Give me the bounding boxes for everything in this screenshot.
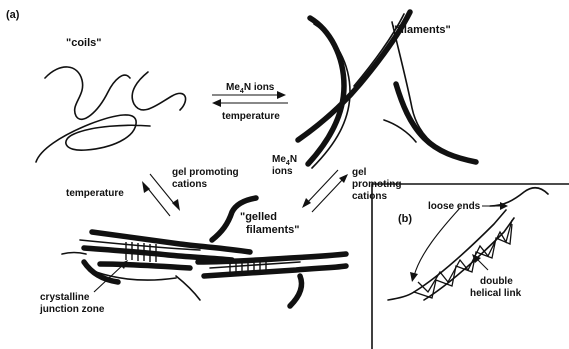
- top-equilibrium-arrows: [212, 91, 288, 107]
- left-reverse-label: temperature: [66, 188, 124, 199]
- coils-label: "coils": [66, 37, 102, 49]
- gelled-filaments-illustration: [62, 198, 346, 306]
- loose-ends-label: loose ends: [428, 201, 481, 212]
- right-ion-label-2: ions: [272, 166, 293, 177]
- double-helical-label-2: helical link: [470, 288, 522, 299]
- junction-label-1: crystalline: [40, 292, 90, 303]
- right-equilibrium-arrows: [302, 170, 348, 212]
- panel-b-label: (b): [398, 213, 412, 225]
- gelled-label-1: "gelled: [240, 211, 277, 223]
- filaments-label: "filaments": [392, 24, 451, 36]
- top-reverse-label: temperature: [222, 111, 280, 122]
- top-forward-label: Me4N ions: [226, 82, 275, 95]
- left-forward-label-1: gel promoting: [172, 167, 239, 178]
- coils-illustration: [36, 67, 186, 162]
- right-gel-label-1: gel: [352, 167, 367, 178]
- left-forward-label-2: cations: [172, 179, 207, 190]
- right-gel-label-3: cations: [352, 191, 387, 202]
- junction-label-2: junction zone: [39, 304, 105, 315]
- double-helical-label-1: double: [480, 276, 513, 287]
- gelled-label-2: filaments": [246, 224, 300, 236]
- panel-a-label: (a): [6, 9, 20, 21]
